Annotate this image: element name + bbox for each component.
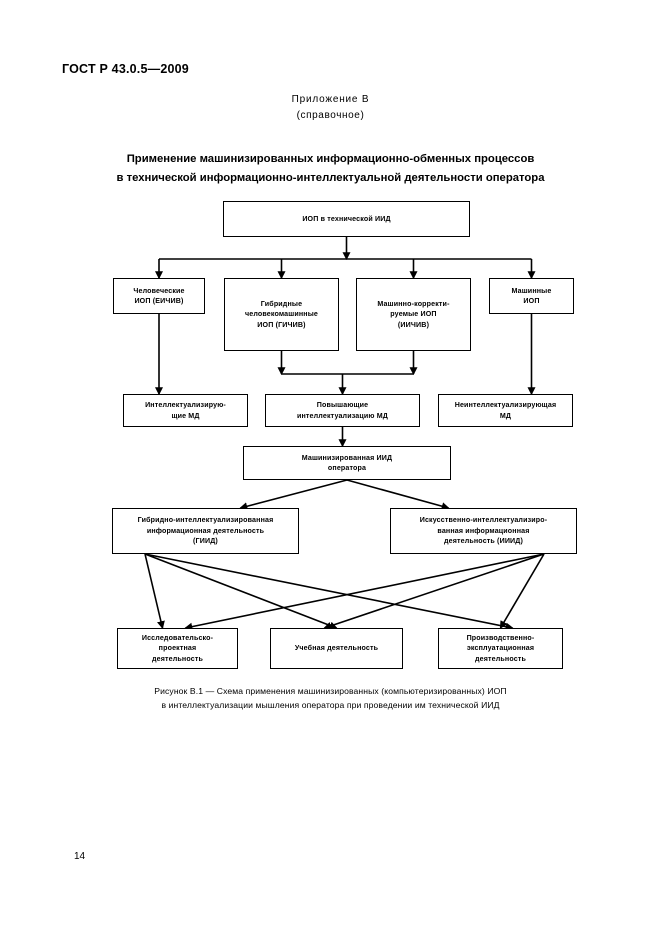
figure-caption-line-2: в интеллектуализации мышления оператора … — [161, 700, 500, 710]
node-label: ИОП в технической ИИД — [302, 214, 391, 223]
annex-subtitle: (справочное) — [296, 110, 365, 121]
connector-lines — [144, 237, 545, 631]
annex-title: Приложение В — [291, 94, 370, 105]
node-intellectualizing-md: Интеллектуализирую-щие МД — [123, 394, 248, 427]
section-heading: Применение машинизированных информационн… — [60, 150, 601, 188]
node-educational-activity: Учебная деятельность — [270, 628, 403, 669]
page-number: 14 — [74, 851, 86, 862]
standard-number: ГОСТ Р 43.0.5—2009 — [62, 62, 189, 76]
node-artificial-intellectualized-activity: Искусственно-интеллектуализиро-ванная ин… — [390, 508, 577, 554]
node-machine-corrected-iop: Машинно-корректи-руемые ИОП(ИИЧИВ) — [356, 278, 471, 351]
node-label: Машинно-корректи-руемые ИОП(ИИЧИВ) — [377, 299, 450, 329]
node-label: Учебная деятельность — [294, 644, 379, 653]
section-heading-line-2: в технической информационно-интеллектуал… — [116, 172, 545, 184]
node-label: Интеллектуализирую-щие МД — [145, 401, 226, 420]
node-iop-tech-iid: ИОП в технической ИИД — [223, 201, 470, 237]
figure-caption-line-1: Рисунок В.1 — Схема применения машинизир… — [154, 686, 507, 696]
node-label: Искусственно-интеллектуализиро-ванная ин… — [419, 516, 548, 546]
figure-caption: Рисунок В.1 — Схема применения машинизир… — [60, 684, 601, 712]
section-heading-line-1: Применение машинизированных информационн… — [126, 153, 535, 165]
annex-block: Приложение В (справочное) — [0, 92, 661, 124]
